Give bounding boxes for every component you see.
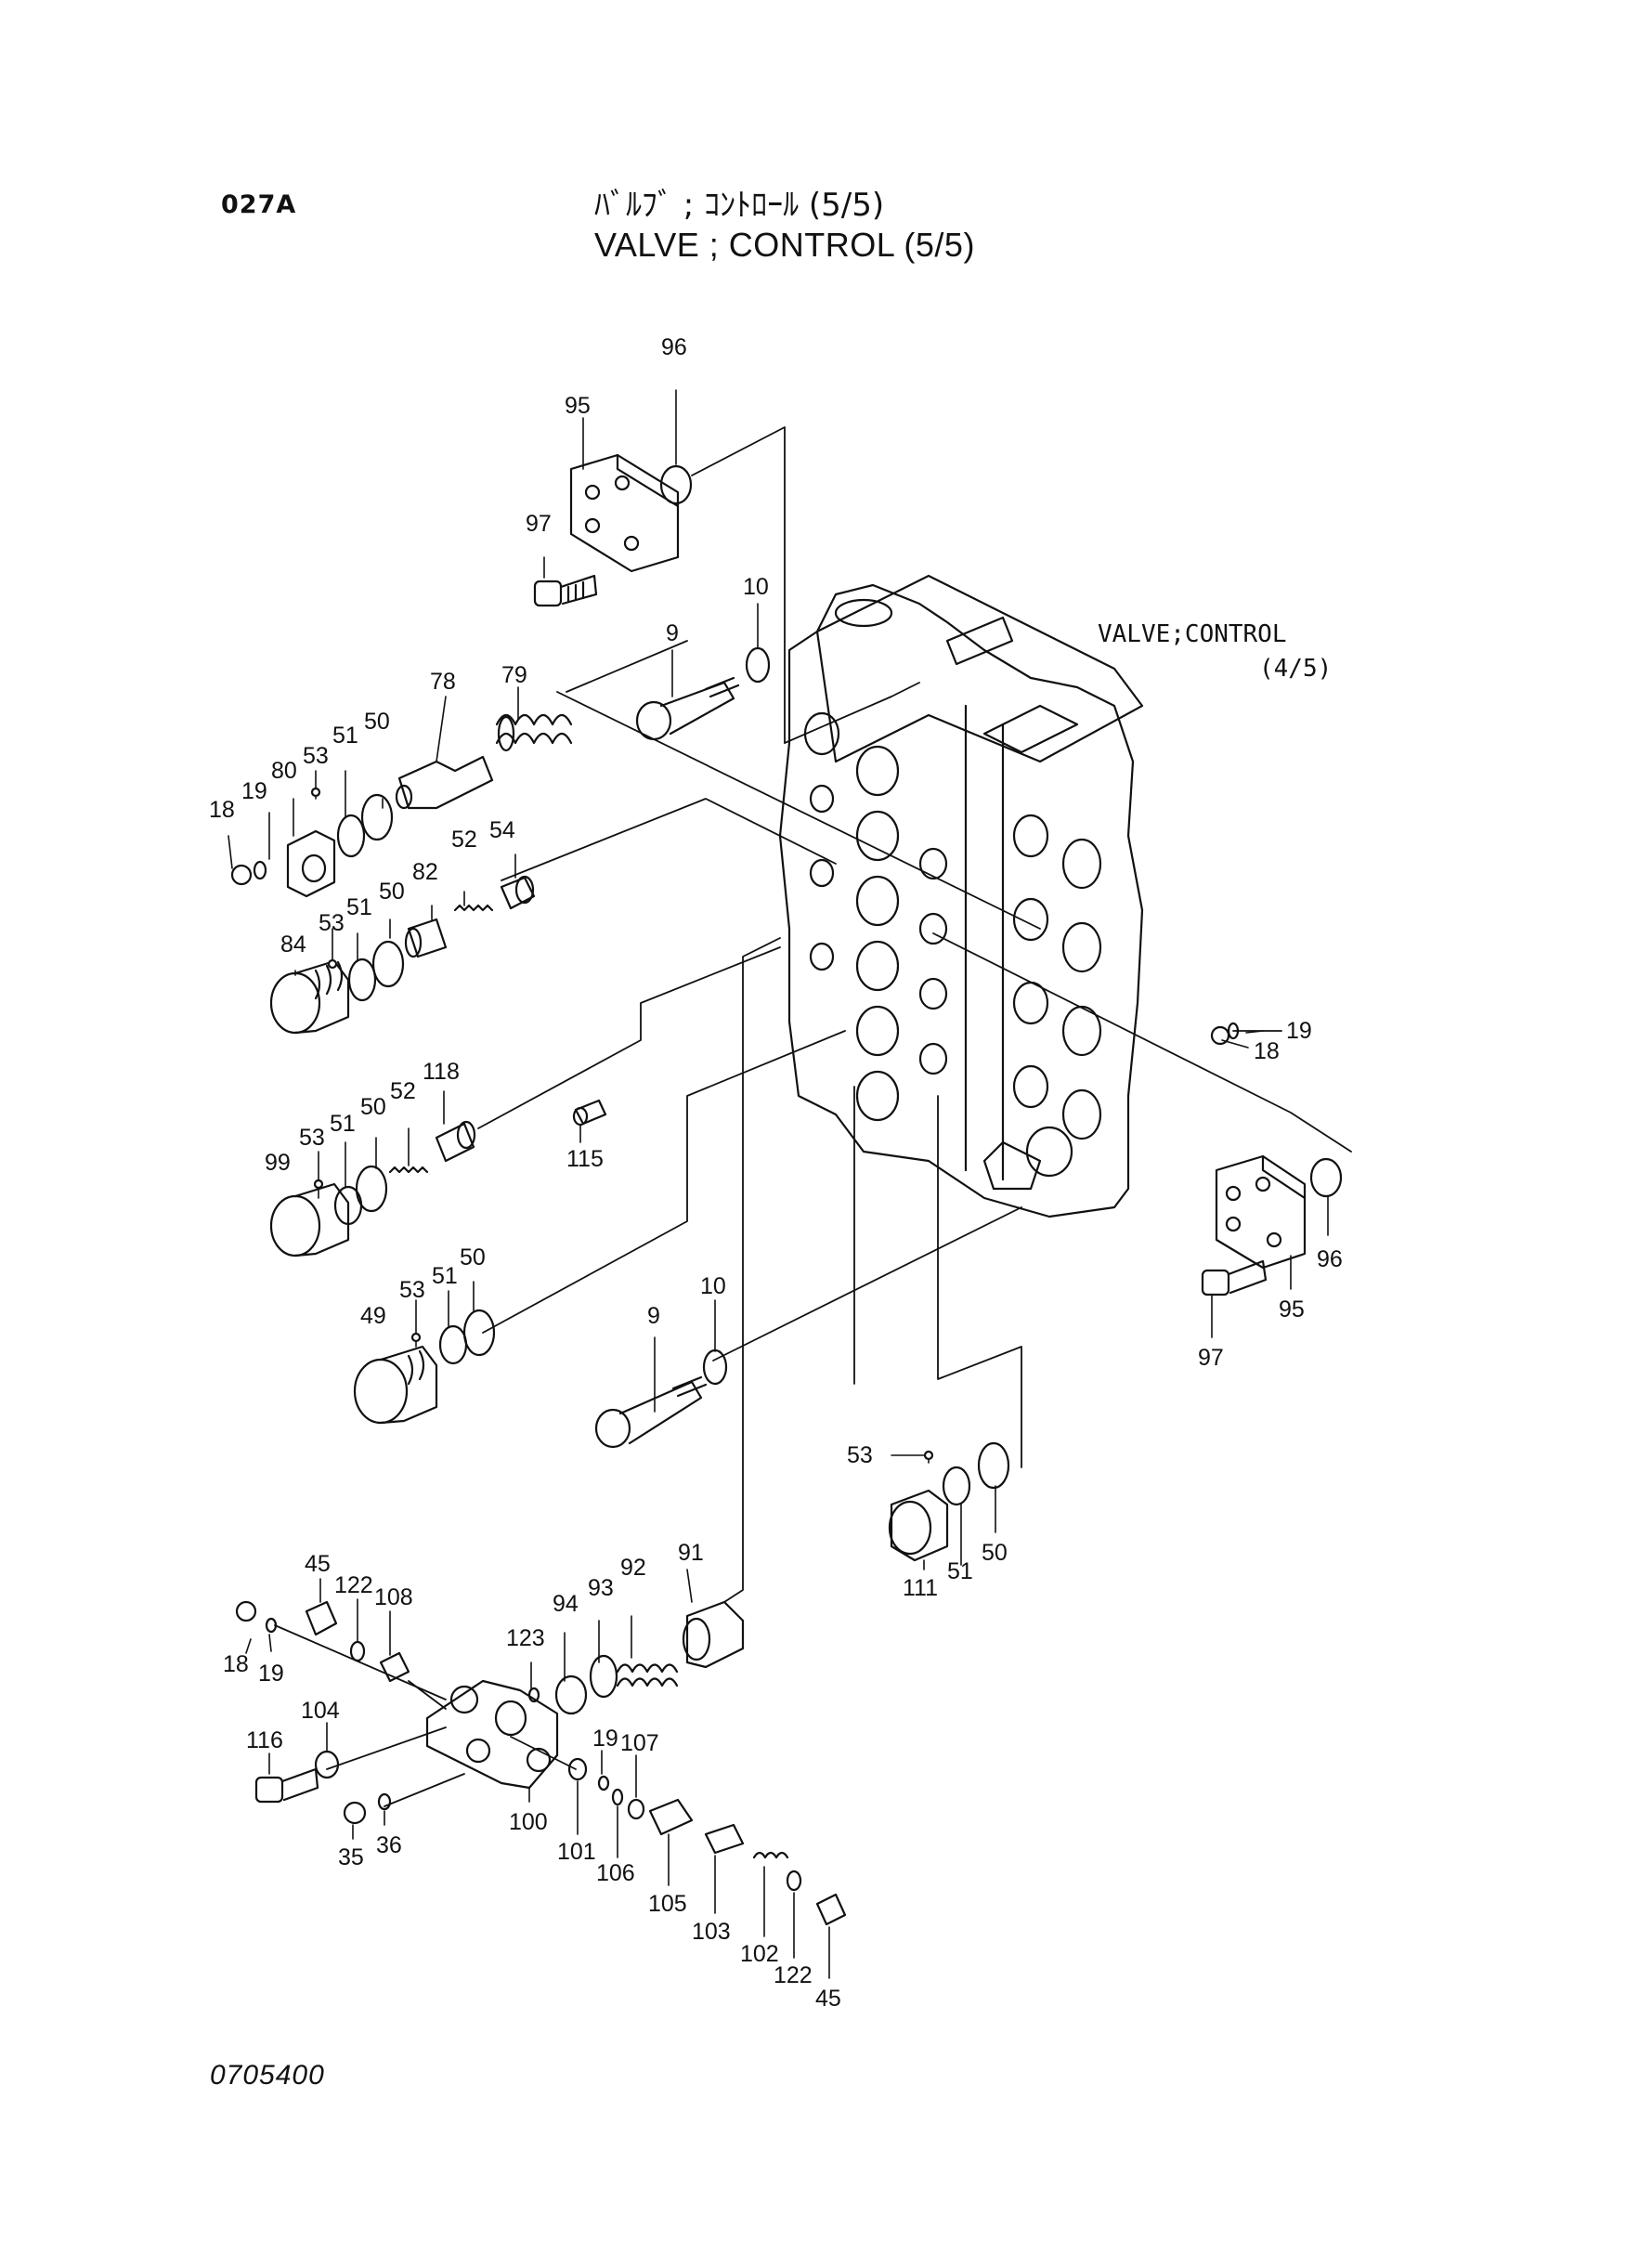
callout-94: 94 [553, 1591, 579, 1617]
callout-115: 115 [566, 1146, 604, 1172]
callout-19a: 19 [241, 778, 267, 804]
callout-50e: 50 [982, 1540, 1008, 1566]
bottom-subassembly [235, 1600, 847, 1926]
callout-103: 103 [692, 1919, 731, 1945]
callout-18b: 18 [1254, 1038, 1280, 1064]
callout-91: 91 [678, 1540, 704, 1566]
callout-53b: 53 [319, 910, 345, 936]
callout-105: 105 [648, 1891, 687, 1917]
callout-45a: 45 [305, 1551, 331, 1577]
callout-9a: 9 [666, 620, 679, 646]
callout-116: 116 [246, 1727, 283, 1753]
cover-bolt-top [533, 574, 598, 607]
callout-100: 100 [509, 1809, 548, 1835]
callout-51b: 51 [346, 894, 372, 920]
callout-80: 80 [271, 758, 297, 784]
bolt-9-top [635, 646, 771, 741]
callout-107: 107 [620, 1730, 659, 1756]
callout-labels: 96 95 97 10 9 79 78 50 51 53 80 19 18 54… [209, 334, 1343, 2012]
callout-35: 35 [338, 1844, 364, 1870]
row4-parts [353, 1309, 496, 1425]
callout-97a: 97 [526, 511, 552, 537]
callout-19b: 19 [1286, 1018, 1312, 1044]
callout-96b: 96 [1317, 1246, 1343, 1272]
callout-53a: 53 [303, 743, 329, 769]
row3-parts [269, 1120, 476, 1257]
drawing-code: 0705400 [210, 2060, 325, 2091]
callout-51e: 51 [947, 1558, 973, 1584]
callout-51a: 51 [332, 723, 358, 749]
callout-50b: 50 [379, 879, 405, 905]
callout-111: 111 [903, 1575, 938, 1601]
assembly-lines [274, 426, 1352, 1807]
callout-9b: 9 [647, 1303, 660, 1329]
callout-84: 84 [280, 932, 306, 958]
callout-50c: 50 [360, 1094, 386, 1120]
callout-101: 101 [557, 1839, 596, 1865]
reference-page: (4/5) [1259, 655, 1333, 683]
callout-45b: 45 [815, 1986, 841, 2012]
callout-19c: 19 [258, 1661, 284, 1687]
title-english: VALVE ; CONTROL (5/5) [594, 226, 975, 264]
reference-label: VALVE;CONTROL [1098, 620, 1287, 648]
callout-50a: 50 [364, 709, 390, 735]
callout-79: 79 [501, 662, 527, 688]
callout-53c: 53 [299, 1125, 325, 1151]
part-115 [572, 1099, 607, 1127]
callout-78: 78 [430, 669, 456, 695]
callout-97b: 97 [1198, 1345, 1224, 1371]
callout-10b: 10 [700, 1273, 726, 1299]
callout-52a: 52 [451, 827, 477, 853]
cover-bolt-right [1201, 1259, 1268, 1296]
callout-122b: 122 [774, 1962, 813, 1988]
callout-51c: 51 [330, 1111, 356, 1137]
title-japanese: ﾊﾞﾙﾌﾞ ; ｺﾝﾄﾛｰﾙ (5/5) [594, 187, 885, 224]
callout-93: 93 [588, 1575, 614, 1601]
cover-plate-top [569, 453, 693, 573]
callout-106: 106 [596, 1860, 635, 1886]
leader-lines [228, 389, 1329, 1979]
callout-52b: 52 [390, 1078, 416, 1104]
callout-18a: 18 [209, 797, 235, 823]
plug-111-group [888, 1441, 1010, 1562]
callout-54: 54 [489, 817, 515, 843]
callout-49: 49 [360, 1303, 386, 1329]
cover-plate-right [1215, 1154, 1343, 1270]
callout-123: 123 [506, 1625, 545, 1651]
callout-102: 102 [740, 1941, 779, 1967]
bolt-9-bottom [594, 1348, 728, 1449]
callout-95a: 95 [565, 393, 591, 419]
row1-parts [230, 713, 573, 898]
callout-96a: 96 [661, 334, 687, 360]
page-code: 027A [221, 190, 297, 219]
valve-body [778, 574, 1144, 1218]
callout-82: 82 [412, 859, 438, 885]
callout-53e: 53 [847, 1442, 873, 1468]
callout-51d: 51 [432, 1263, 458, 1289]
callout-92: 92 [620, 1555, 646, 1581]
callout-53d: 53 [399, 1277, 425, 1303]
callout-50d: 50 [460, 1244, 486, 1270]
callout-118: 118 [423, 1059, 460, 1085]
callout-108: 108 [374, 1584, 413, 1610]
callout-10a: 10 [743, 574, 769, 600]
marker-dots [310, 787, 934, 1461]
callout-122a: 122 [334, 1572, 373, 1598]
callout-95b: 95 [1279, 1296, 1305, 1322]
callout-99: 99 [265, 1150, 291, 1176]
callout-18c: 18 [223, 1651, 249, 1677]
callout-36: 36 [376, 1832, 402, 1858]
callout-104: 104 [301, 1698, 340, 1724]
callout-19d: 19 [592, 1726, 618, 1752]
